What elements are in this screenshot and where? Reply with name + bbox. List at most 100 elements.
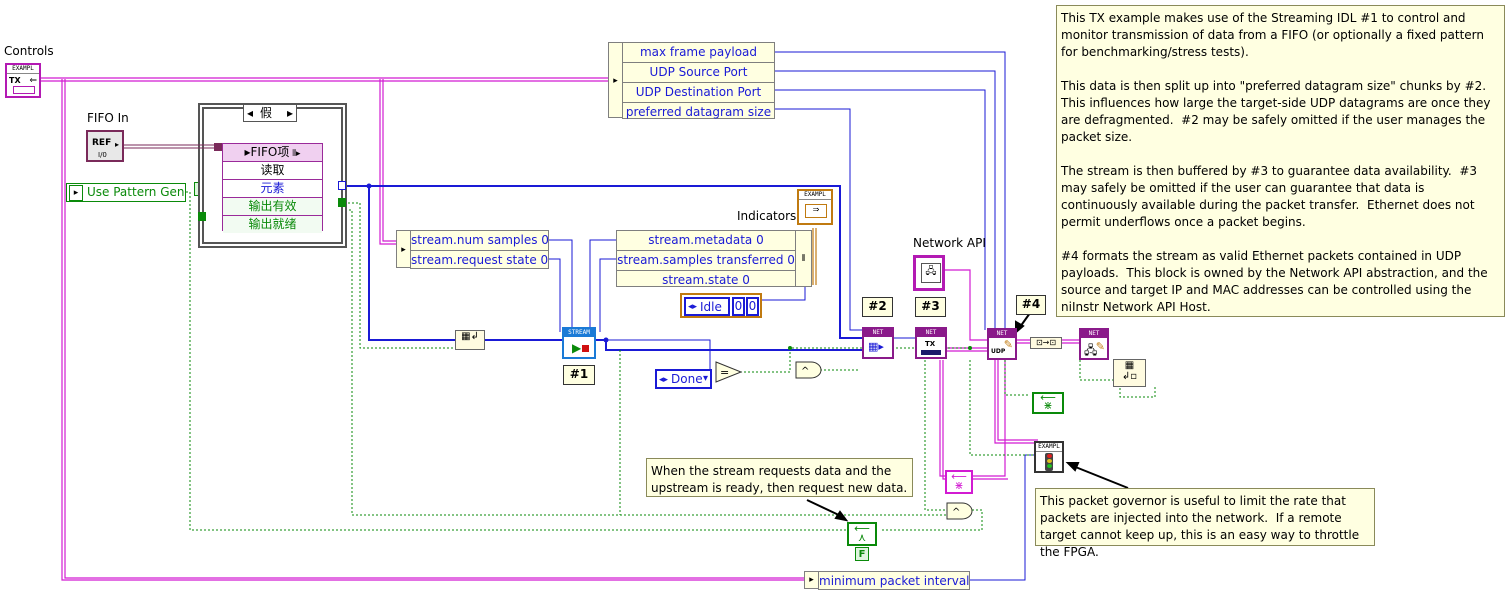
stop-icon — [582, 345, 589, 352]
tag-3: #3 — [915, 297, 946, 317]
tag-1: #1 — [563, 365, 595, 385]
network-write-icon: 🖧 — [1084, 343, 1098, 357]
case-next-icon[interactable]: ▸ — [286, 106, 293, 120]
fifo-title-icon: ▸ — [244, 145, 251, 159]
false-constant[interactable]: F — [855, 547, 869, 561]
net-util-tx-buffer-vi[interactable]: NET UTIL TX — [915, 327, 947, 359]
svg-text:^: ^ — [801, 366, 809, 377]
request-data-note: When the stream requests data and the up… — [646, 458, 913, 497]
streaming-idl-vi[interactable]: STREAM ▶ — [562, 327, 596, 359]
feedback-node-bool[interactable]: ⟵⋇ — [1032, 392, 1064, 414]
feedback-arrow-icon-2: ⟵⋇ — [951, 470, 967, 492]
fifo-method-node[interactable]: ▸FIFO项 ⫴▸ 读取 元素 输出有效 输出就绪 — [222, 143, 323, 233]
feedback-node-cluster[interactable]: ⟵⋇ — [945, 470, 973, 494]
controls-label: Controls — [4, 44, 54, 58]
and-gate-node-2[interactable]: ^ — [946, 502, 974, 520]
use-pattern-gen-terminal[interactable]: ▸ Use Pattern Gen — [66, 183, 186, 202]
case-tunnel-element — [338, 181, 346, 190]
case-prev-icon[interactable]: ◂ — [247, 106, 254, 120]
min-packet-interval-label: minimum packet interval — [819, 574, 969, 588]
cluster-arrows-icon: ⇐ — [29, 76, 37, 86]
min-packet-interval-unbundle[interactable]: minimum packet interval — [818, 571, 970, 590]
use-pattern-gen-label: Use Pattern Gen — [87, 185, 185, 199]
tag-2: #2 — [862, 297, 893, 317]
indicators-badge: EXAMPL — [799, 191, 831, 200]
feedback-node-request[interactable]: ⟵⋏ — [847, 522, 877, 546]
pencil-icon: ✎ — [1003, 338, 1013, 351]
net-udp-format-vi[interactable]: NET UDP ✎ — [987, 328, 1017, 360]
min-interval-unbundle-icon: ▸ — [804, 571, 819, 589]
packet-governor-vi[interactable]: EXAMPL — [1034, 441, 1064, 473]
fifo-row-output-valid: 输出有效 — [223, 198, 322, 216]
case-selector-value: 假 — [260, 106, 273, 120]
udp-row-datagram-size: preferred datagram size — [625, 105, 772, 119]
done-enum-constant[interactable]: ◂▸ Done ▾ — [655, 369, 712, 389]
fifo-in-refnum-terminal[interactable]: REF ▸ I/0 — [86, 130, 124, 162]
idle-enum-text: Idle — [700, 300, 722, 314]
indicators-label: Indicators — [737, 209, 797, 223]
tx-text: TX — [925, 340, 936, 348]
idle-num-2[interactable]: 0 — [746, 297, 759, 316]
net-a-header: NET — [989, 330, 1015, 338]
network-host-icon: 🖧 — [921, 263, 941, 283]
net-util-a-header: NET UTIL — [864, 329, 892, 344]
stream-bundle-output-icon: ⫴ — [795, 230, 812, 287]
udp-row-dst-port: UDP Destination Port — [623, 83, 774, 103]
enum-arrows-icon-2: ◂▸ — [659, 375, 669, 385]
network-api-label: Network API — [913, 236, 986, 250]
stream-row-samples-transferred: stream.samples transferred 0 — [617, 251, 795, 271]
enum-arrows-icon: ◂▸ — [688, 302, 698, 312]
stream-row-metadata: stream.metadata 0 — [617, 231, 795, 251]
net-write-vi[interactable]: NET 🖧 ✎ — [1079, 328, 1109, 360]
idle-enum-ring[interactable]: ◂▸ Idle — [684, 297, 730, 316]
stream-row-state: stream.state 0 — [662, 273, 750, 287]
streaming-vi-header: STREAM — [564, 329, 594, 337]
net-util-datagram-vi[interactable]: NET UTIL ▦▸ — [862, 327, 894, 359]
case-selector[interactable]: ◂ 假 ▸ — [243, 104, 297, 122]
net-util-b-header: NET UTIL — [917, 329, 945, 344]
udp-row-src-port: UDP Source Port — [623, 63, 774, 83]
stream-unbundle[interactable]: stream.num samples 0 stream.request stat… — [410, 230, 549, 269]
array-grid-icon: ▦↲ — [461, 331, 479, 342]
fifo-row-element: 元素 — [223, 180, 322, 198]
idle-cluster-constant[interactable]: ◂▸ Idle 0 0 — [680, 293, 762, 318]
case-tunnel-ready — [198, 212, 206, 221]
feedback-arrow-icon-3: ⟵⋏ — [854, 522, 870, 544]
indicators-cluster-terminal[interactable]: EXAMPL ⇒ — [797, 189, 833, 225]
equal-compare-node[interactable]: = — [715, 361, 743, 383]
array-build-node[interactable]: ▦↲▫ — [1113, 359, 1146, 387]
tag-4: #4 — [1016, 295, 1046, 315]
pencil-icon-2: ✎ — [1095, 340, 1105, 353]
fifo-node-title: ▸FIFO项 ⫴▸ — [223, 144, 322, 162]
stream-row-num-samples: stream.num samples 0 — [411, 231, 548, 251]
network-api-terminal[interactable]: 🖧 — [913, 255, 945, 291]
feedback-arrow-icon: ⟵⋇ — [1040, 391, 1056, 412]
convert-icon: ⊡→⊡ — [1035, 338, 1057, 347]
net-b-header: NET — [1081, 330, 1107, 338]
convert-node[interactable]: ⊡→⊡ — [1030, 337, 1062, 349]
governor-header: EXAMPL — [1036, 443, 1062, 452]
play-icon: ▶ — [572, 341, 582, 355]
traffic-light-icon — [1045, 453, 1053, 471]
case-tunnel-valid — [338, 198, 346, 207]
and-gate-node[interactable]: ^ — [795, 361, 823, 379]
stream-bundle-out[interactable]: stream.metadata 0 stream.samples transfe… — [616, 230, 796, 287]
packet-governor-note: This packet governor is useful to limit … — [1035, 488, 1375, 559]
fifo-row-output-ready: 输出就绪 — [223, 216, 322, 233]
udp-bundle-input-icon: ▸ — [608, 42, 623, 118]
stream-row-request-state: stream.request state 0 — [411, 253, 548, 267]
array-fn-node[interactable]: ▦↲ — [455, 330, 485, 350]
done-dropdown-icon[interactable]: ▾ — [702, 373, 708, 384]
controls-cluster-text: TX — [9, 76, 21, 85]
controls-cluster-terminal[interactable]: EXAMPL TX ⇐ — [5, 63, 41, 98]
fifo-arrow-icon: ▸ — [114, 140, 119, 149]
fifo-in-label: FIFO In — [87, 111, 129, 125]
idle-num-1[interactable]: 0 — [732, 297, 745, 316]
buffer-icon — [921, 350, 941, 355]
array-build-icon: ▦↲▫ — [1121, 360, 1138, 382]
packetize-icon: ▦▸ — [868, 340, 884, 353]
udp-row-max-frame: max frame payload — [623, 43, 774, 63]
fifo-ref-sub: I/0 — [98, 151, 107, 159]
udp-config-unbundle[interactable]: max frame payload UDP Source Port UDP De… — [622, 42, 775, 119]
